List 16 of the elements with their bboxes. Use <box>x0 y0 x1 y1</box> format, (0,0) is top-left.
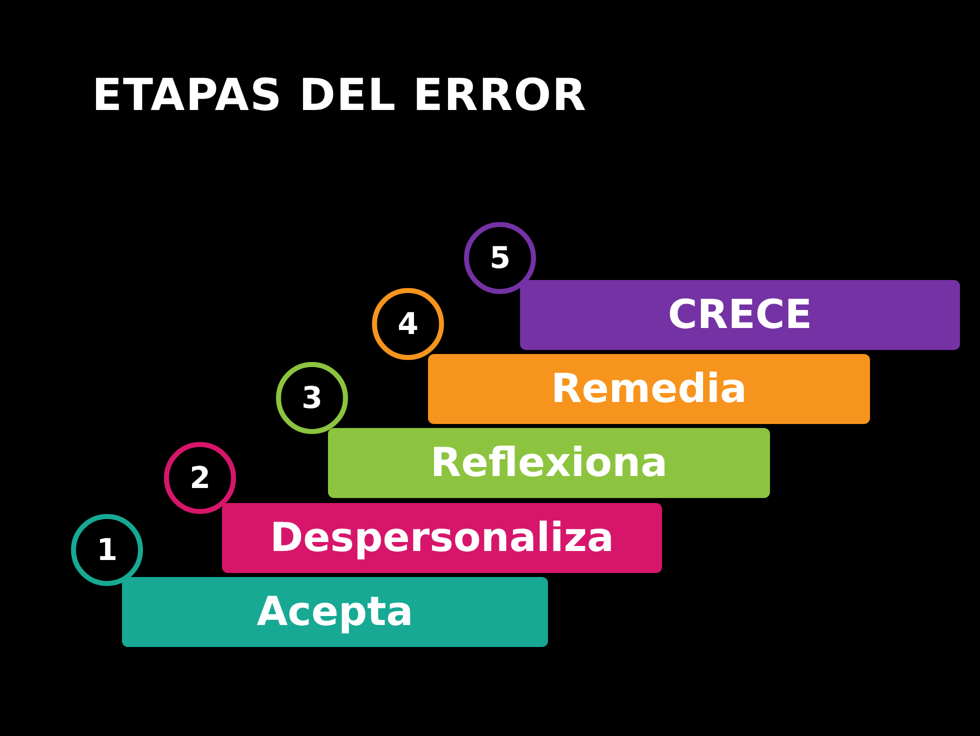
step-bar <box>428 354 870 424</box>
step-label: CRECE <box>668 292 812 338</box>
step-number: 5 <box>490 240 510 276</box>
step-label: Despersonaliza <box>270 515 614 561</box>
step-bar <box>222 503 662 573</box>
step-bar <box>520 280 960 350</box>
step-number: 3 <box>302 380 322 416</box>
title: ETAPAS DEL ERROR <box>92 70 588 121</box>
step-bar <box>328 428 770 498</box>
step-bar <box>122 577 548 647</box>
step-number: 1 <box>96 532 118 568</box>
step-label: Reflexiona <box>430 440 668 486</box>
step-number: 4 <box>398 306 418 342</box>
step-label: Remedia <box>550 366 748 412</box>
step-label: Acepta <box>256 589 414 635</box>
step-number: 2 <box>190 460 210 496</box>
